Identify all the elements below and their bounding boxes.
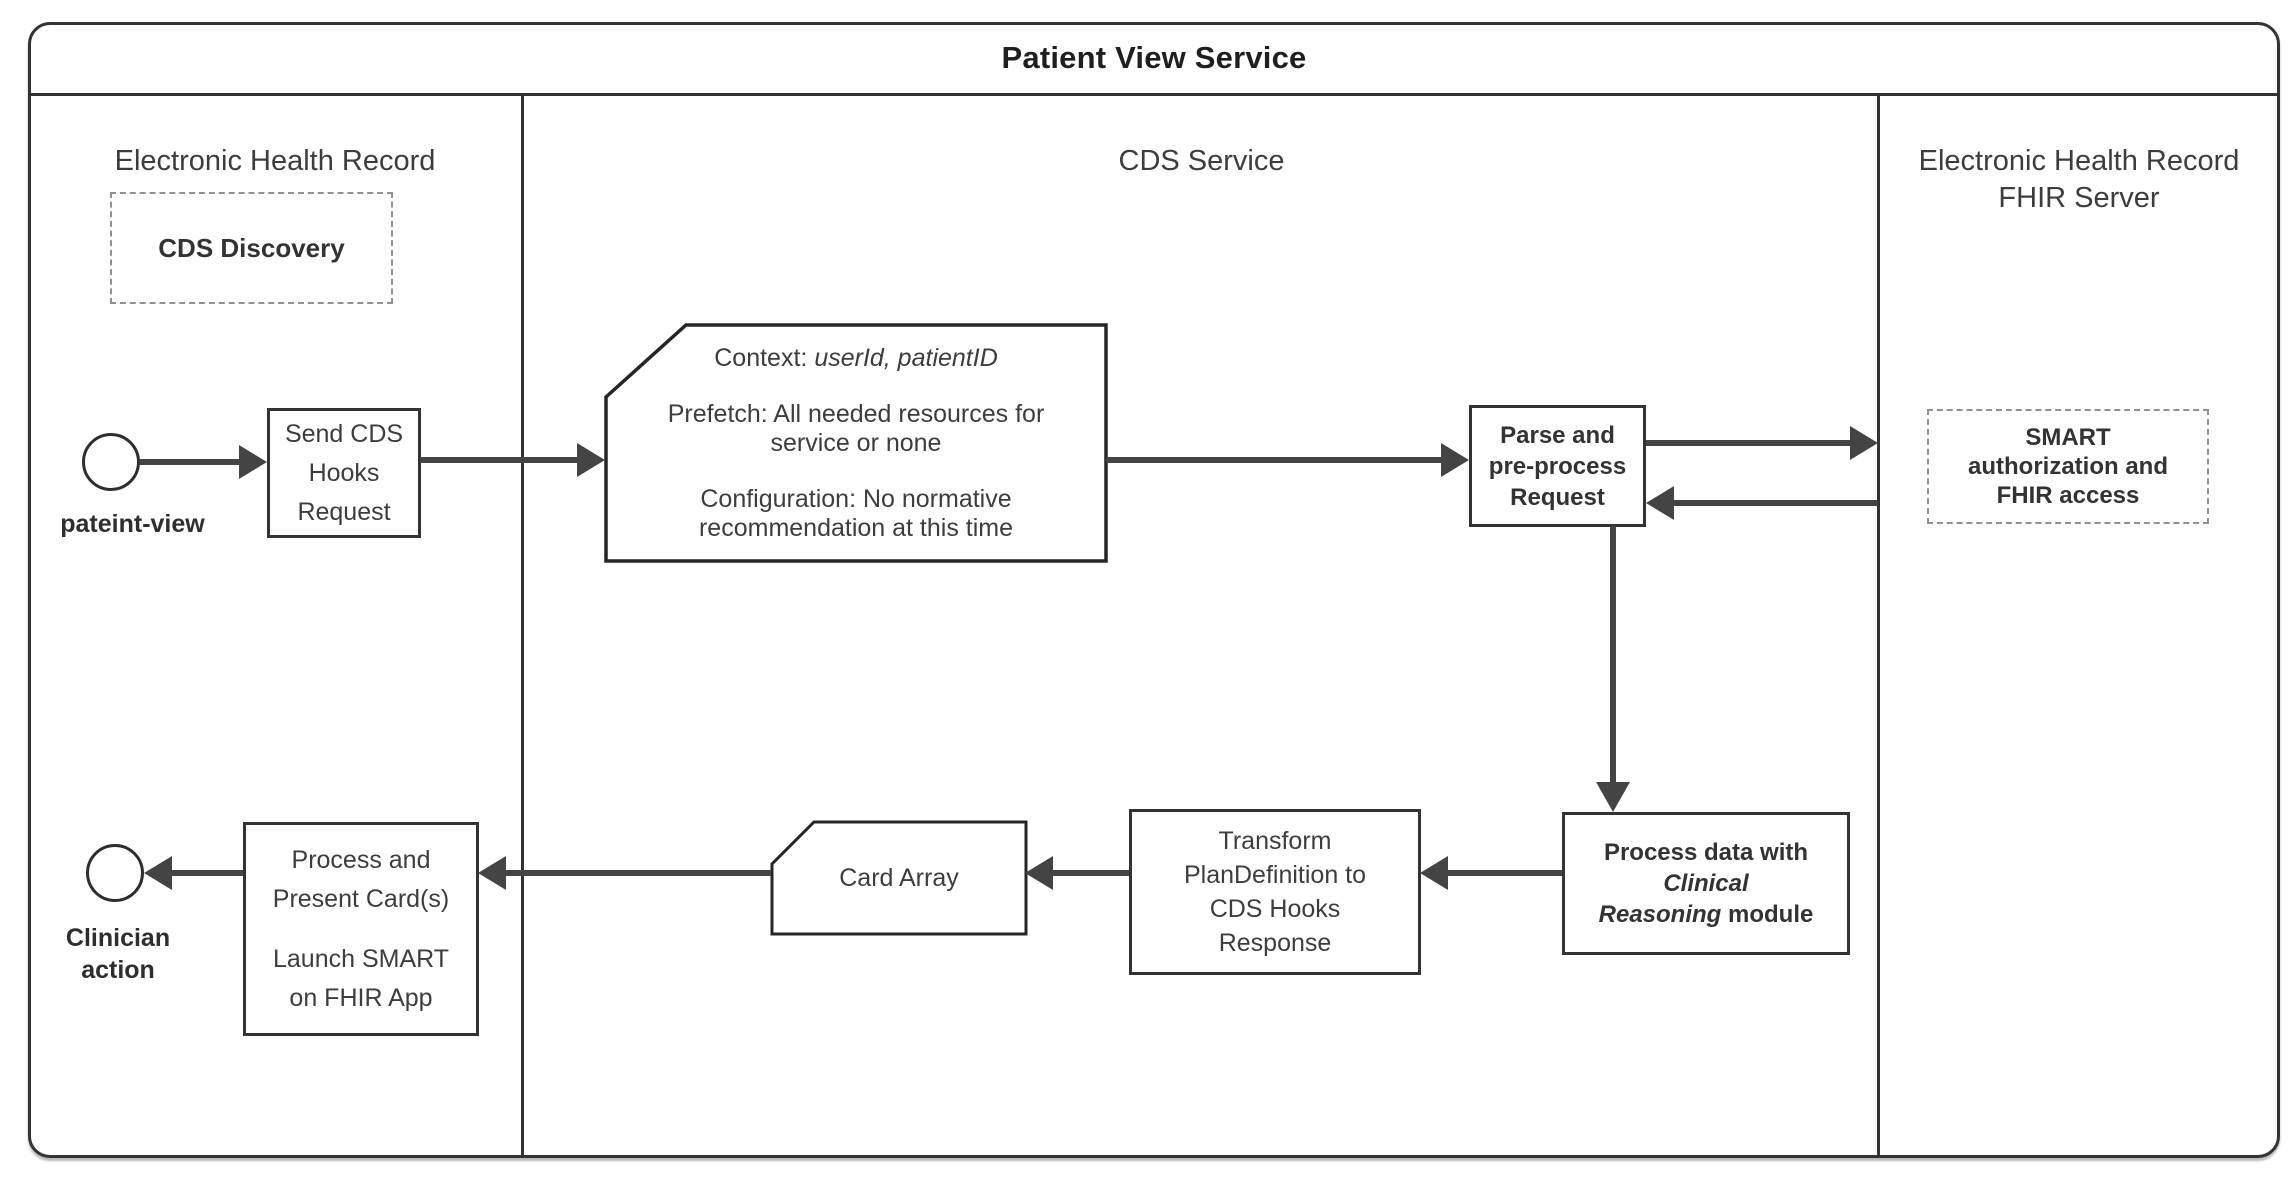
process-data-clinical-reasoning-box: Process data with Clinical Reasoning mod… <box>1562 812 1850 955</box>
lane-header-fhir-line1: Electronic Health Record <box>1918 145 2240 177</box>
send-request-line1: Send CDS <box>284 419 404 448</box>
connector-cardarray-to-present <box>506 870 771 876</box>
parse-line2: pre-process <box>1488 452 1627 480</box>
send-cds-hooks-request-box: Send CDS Hooks Request <box>267 408 421 538</box>
transform-plandefinition-box: Transform PlanDefinition to CDS Hooks Re… <box>1129 809 1421 975</box>
smart-line3: FHIR access <box>1996 482 2140 509</box>
connector-send-to-note <box>420 457 577 463</box>
end-event-label-line2: action <box>81 956 155 984</box>
end-event-circle <box>86 844 144 902</box>
card-array-text: Card Array <box>770 820 1028 936</box>
transform-line4: Response <box>1218 929 1332 957</box>
arrow-left-icon <box>144 856 172 890</box>
smart-authorization-box: SMART authorization and FHIR access <box>1927 409 2209 524</box>
process-data-line1: Process data with <box>1603 839 1809 866</box>
request-note-text: Context: userId, patientID Prefetch: All… <box>604 327 1108 559</box>
connector-parse-to-processdata <box>1610 526 1616 782</box>
smart-line2: authorization and <box>1968 453 2168 480</box>
note-config-line2: recommendation at this time <box>698 513 1014 542</box>
process-present-cards-box: Process and Present Card(s) Launch SMART… <box>243 822 479 1036</box>
arrow-right-icon <box>1850 426 1878 460</box>
connector-fhir-to-parse <box>1674 500 1878 506</box>
process-data-line2: Clinical <box>1663 870 1749 897</box>
connector-note-to-parse <box>1106 457 1441 463</box>
send-request-line2: Hooks <box>308 458 380 487</box>
connector-parse-to-fhir <box>1646 440 1850 446</box>
card-array-shape <box>770 820 1028 936</box>
note-context-label: Context: <box>714 343 815 372</box>
process-data-line3-italic: Reasoning <box>1598 901 1722 928</box>
note-prefetch-line1: Prefetch: All needed resources for <box>667 399 1045 428</box>
lane-header-fhir-server: Electronic Health Record FHIR Server <box>1884 143 2274 217</box>
present-line1: Process and <box>291 845 431 874</box>
arrow-right-icon <box>1441 443 1469 477</box>
parse-preprocess-request-box: Parse and pre-process Request <box>1469 405 1646 527</box>
connector-present-to-end <box>172 870 243 876</box>
lane-divider-2 <box>1877 95 1880 1156</box>
transform-line2: PlanDefinition to <box>1183 861 1367 889</box>
parse-line1: Parse and <box>1500 421 1615 449</box>
note-prefetch-line2: service or none <box>770 428 942 457</box>
arrow-left-icon <box>1420 856 1448 890</box>
arrow-down-icon <box>1596 782 1630 812</box>
parse-line3: Request <box>1510 483 1605 511</box>
present-line3: Launch SMART <box>272 944 449 973</box>
end-event-label: Clinician action <box>30 922 206 986</box>
cds-discovery-box: CDS Discovery <box>110 192 393 304</box>
note-context-value: userId, patientID <box>814 343 998 372</box>
connector-transform-to-cardarray <box>1053 870 1129 876</box>
present-line2: Present Card(s) <box>272 884 450 913</box>
arrow-left-icon <box>1646 486 1674 520</box>
cds-discovery-label: CDS Discovery <box>158 232 345 263</box>
title-separator-line <box>30 93 2278 96</box>
transform-line3: CDS Hooks <box>1209 895 1341 923</box>
note-context-line: Context: userId, patientID <box>714 344 998 373</box>
end-event-label-line1: Clinician <box>65 924 171 952</box>
start-event-label: pateint-view <box>60 510 205 538</box>
arrow-right-icon <box>577 443 605 477</box>
arrow-right-icon <box>239 445 267 479</box>
lane-header-fhir-line2: FHIR Server <box>1998 182 2160 214</box>
arrow-left-icon <box>1025 856 1053 890</box>
process-data-line3-rest: module <box>1721 901 1814 928</box>
card-array-label: Card Array <box>839 863 959 892</box>
connector-processdata-to-transform <box>1448 870 1562 876</box>
connector-start-to-send <box>140 459 241 465</box>
note-config-line1: Configuration: No normative <box>700 484 1012 513</box>
lane-header-cds-service: CDS Service <box>1118 145 1285 177</box>
process-data-line3: Reasoning module <box>1599 899 1814 930</box>
send-request-line3: Request <box>297 497 391 526</box>
pool-title: Patient View Service <box>1001 40 1307 75</box>
transform-line1: Transform <box>1218 827 1332 855</box>
lane-header-ehr: Electronic Health Record <box>114 145 436 177</box>
arrow-left-icon <box>478 856 506 890</box>
smart-line1: SMART <box>2025 424 2111 451</box>
lane-divider-1 <box>521 95 524 1156</box>
request-note-shape <box>604 323 1108 563</box>
start-event-circle <box>82 433 140 491</box>
present-line4: on FHIR App <box>289 983 433 1012</box>
